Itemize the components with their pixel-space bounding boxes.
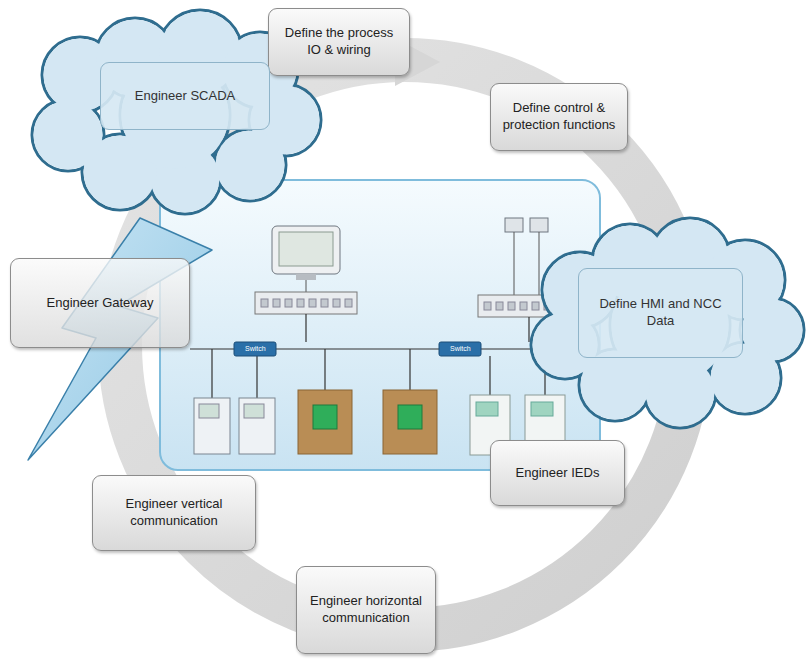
cloud-step-box: Define HMI and NCC Data <box>578 268 743 358</box>
network-switch <box>234 342 276 356</box>
process-step-box: Engineer horizontal communication <box>296 566 436 654</box>
step-label: Engineer vertical communication <box>103 496 245 530</box>
rack-ports <box>261 299 575 310</box>
step-label: Define HMI and NCC Data <box>589 296 732 330</box>
cloud-step-box: Engineer SCADA <box>100 62 270 130</box>
network-panel <box>160 180 600 470</box>
rack-units <box>255 292 580 317</box>
process-step-box: Define the process IO & wiring <box>268 8 410 76</box>
hmi-monitor <box>272 226 340 292</box>
step-label: Engineer Gateway <box>47 295 154 312</box>
cloud-shapes <box>32 10 804 428</box>
process-step-box: Engineer vertical communication <box>92 475 256 551</box>
step-label: Define the process IO & wiring <box>279 25 399 59</box>
process-step-box: Engineer Gateway <box>10 258 190 348</box>
switch-label: Switch <box>245 343 266 355</box>
process-step-box: Engineer IEDs <box>490 440 625 506</box>
step-label: Engineer IEDs <box>516 465 600 482</box>
step-label: Engineer SCADA <box>135 88 235 105</box>
step-label: Define control & protection functions <box>501 100 617 134</box>
switch-label: Switch <box>450 343 471 355</box>
network-wires <box>190 314 560 398</box>
process-step-box: Define control & protection functions <box>490 83 628 151</box>
network-switch <box>439 342 481 356</box>
step-label: Engineer horizontal communication <box>307 593 425 627</box>
